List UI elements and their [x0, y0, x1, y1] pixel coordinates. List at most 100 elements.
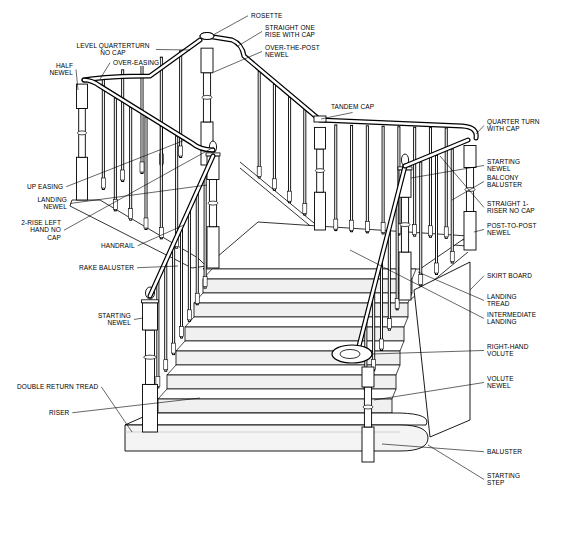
starting-step — [125, 425, 428, 451]
baluster-block — [140, 162, 144, 172]
handrail-face — [207, 36, 476, 138]
baluster — [156, 281, 159, 389]
baluster-block — [195, 293, 199, 303]
handrail — [207, 36, 476, 138]
newel-base — [315, 192, 326, 230]
baluster-face — [335, 125, 336, 230]
baluster — [435, 155, 438, 275]
baluster-block — [164, 360, 168, 370]
volute-scroll — [340, 350, 360, 359]
starting-step-top — [125, 413, 427, 425]
baluster-face — [351, 126, 352, 231]
baluster-block — [435, 263, 439, 273]
baluster-face — [145, 118, 146, 230]
baluster-block — [203, 277, 207, 287]
baluster — [419, 162, 422, 287]
handrail — [405, 140, 468, 166]
handrail — [84, 80, 213, 150]
leader-line — [138, 225, 184, 246]
leader-line — [72, 398, 200, 413]
baluster — [303, 109, 306, 215]
leader-line — [64, 147, 214, 230]
leader-line — [238, 31, 262, 46]
baluster-block — [428, 226, 432, 236]
part-label: SKIRT BOARD — [486, 272, 533, 279]
baluster-block — [419, 275, 423, 285]
baluster-face — [446, 129, 447, 238]
leader-line — [374, 382, 484, 400]
part-label: RAKE BALUSTER — [78, 264, 135, 271]
baluster — [451, 149, 454, 264]
newel-ring — [202, 95, 212, 99]
part-label: QUARTER TURN WITH CAP — [486, 118, 548, 133]
leader-line — [350, 250, 484, 318]
baluster — [164, 263, 167, 372]
balusters — [101, 50, 454, 391]
leader-line — [476, 125, 484, 134]
newel-ring — [400, 223, 410, 227]
baluster — [114, 98, 117, 212]
baluster-block — [380, 339, 384, 349]
leader-line — [440, 156, 484, 207]
baluster-face — [452, 150, 453, 263]
baluster-block — [180, 327, 184, 337]
baluster — [388, 229, 391, 330]
baluster — [380, 260, 383, 351]
part-label: DOUBLE RETURN TREAD — [16, 383, 99, 390]
baluster — [129, 107, 132, 221]
baluster-block — [450, 252, 454, 262]
baluster — [273, 84, 276, 191]
baluster — [288, 96, 291, 203]
newel-top — [201, 48, 213, 73]
baluster-face — [420, 163, 421, 286]
baluster-face — [414, 128, 415, 236]
newel-ring — [315, 169, 324, 173]
baluster — [180, 228, 183, 339]
baluster-face — [274, 85, 275, 190]
baluster-block — [387, 319, 391, 329]
riser — [185, 327, 404, 341]
baluster — [429, 127, 432, 238]
part-label: STRAIGHT ONE RISE WITH CAP — [264, 24, 322, 39]
part-label: LANDING TREAD — [486, 293, 538, 308]
leader-line — [470, 276, 484, 290]
riser — [158, 399, 392, 413]
newel-top — [143, 303, 158, 330]
leader-line — [137, 266, 178, 268]
baluster-face — [130, 108, 131, 220]
part-label: 2-RISE LEFT HAND NO CAP — [16, 219, 62, 241]
part-label: LEVEL QUARTERTURN NO CAP — [72, 42, 154, 57]
baluster-face — [181, 229, 182, 338]
baluster — [382, 126, 385, 235]
rosette-cap — [200, 33, 214, 40]
newel-top — [77, 84, 88, 108]
baluster — [188, 211, 191, 322]
baluster-face — [430, 128, 431, 237]
baluster — [334, 124, 337, 231]
tread — [158, 389, 396, 399]
baluster-block — [172, 343, 176, 353]
newel-ring — [144, 355, 157, 359]
leader-line — [213, 16, 248, 35]
newel-base — [362, 427, 374, 462]
baluster-face — [381, 261, 382, 350]
leader-line — [156, 49, 190, 51]
leader-line — [411, 165, 484, 178]
right-hand-volute — [332, 345, 372, 363]
baluster — [258, 71, 261, 179]
newel-base — [77, 157, 88, 200]
part-label: POST-TO-POST NEWEL — [486, 222, 548, 237]
newels — [77, 48, 477, 462]
part-label: LANDING NEWEL — [22, 196, 68, 211]
baluster-block — [381, 222, 385, 232]
part-label: HALF NEWEL — [36, 62, 74, 77]
baluster-face — [373, 292, 374, 371]
tread — [203, 269, 416, 279]
part-label: OVER-THE-POST NEWEL — [264, 44, 324, 59]
baluster-block — [365, 221, 369, 231]
skirt-board — [414, 262, 470, 437]
baluster — [172, 246, 175, 356]
part-label: STRAIGHT 1-RISER NO CAP — [486, 200, 548, 215]
baluster-face — [115, 99, 116, 211]
